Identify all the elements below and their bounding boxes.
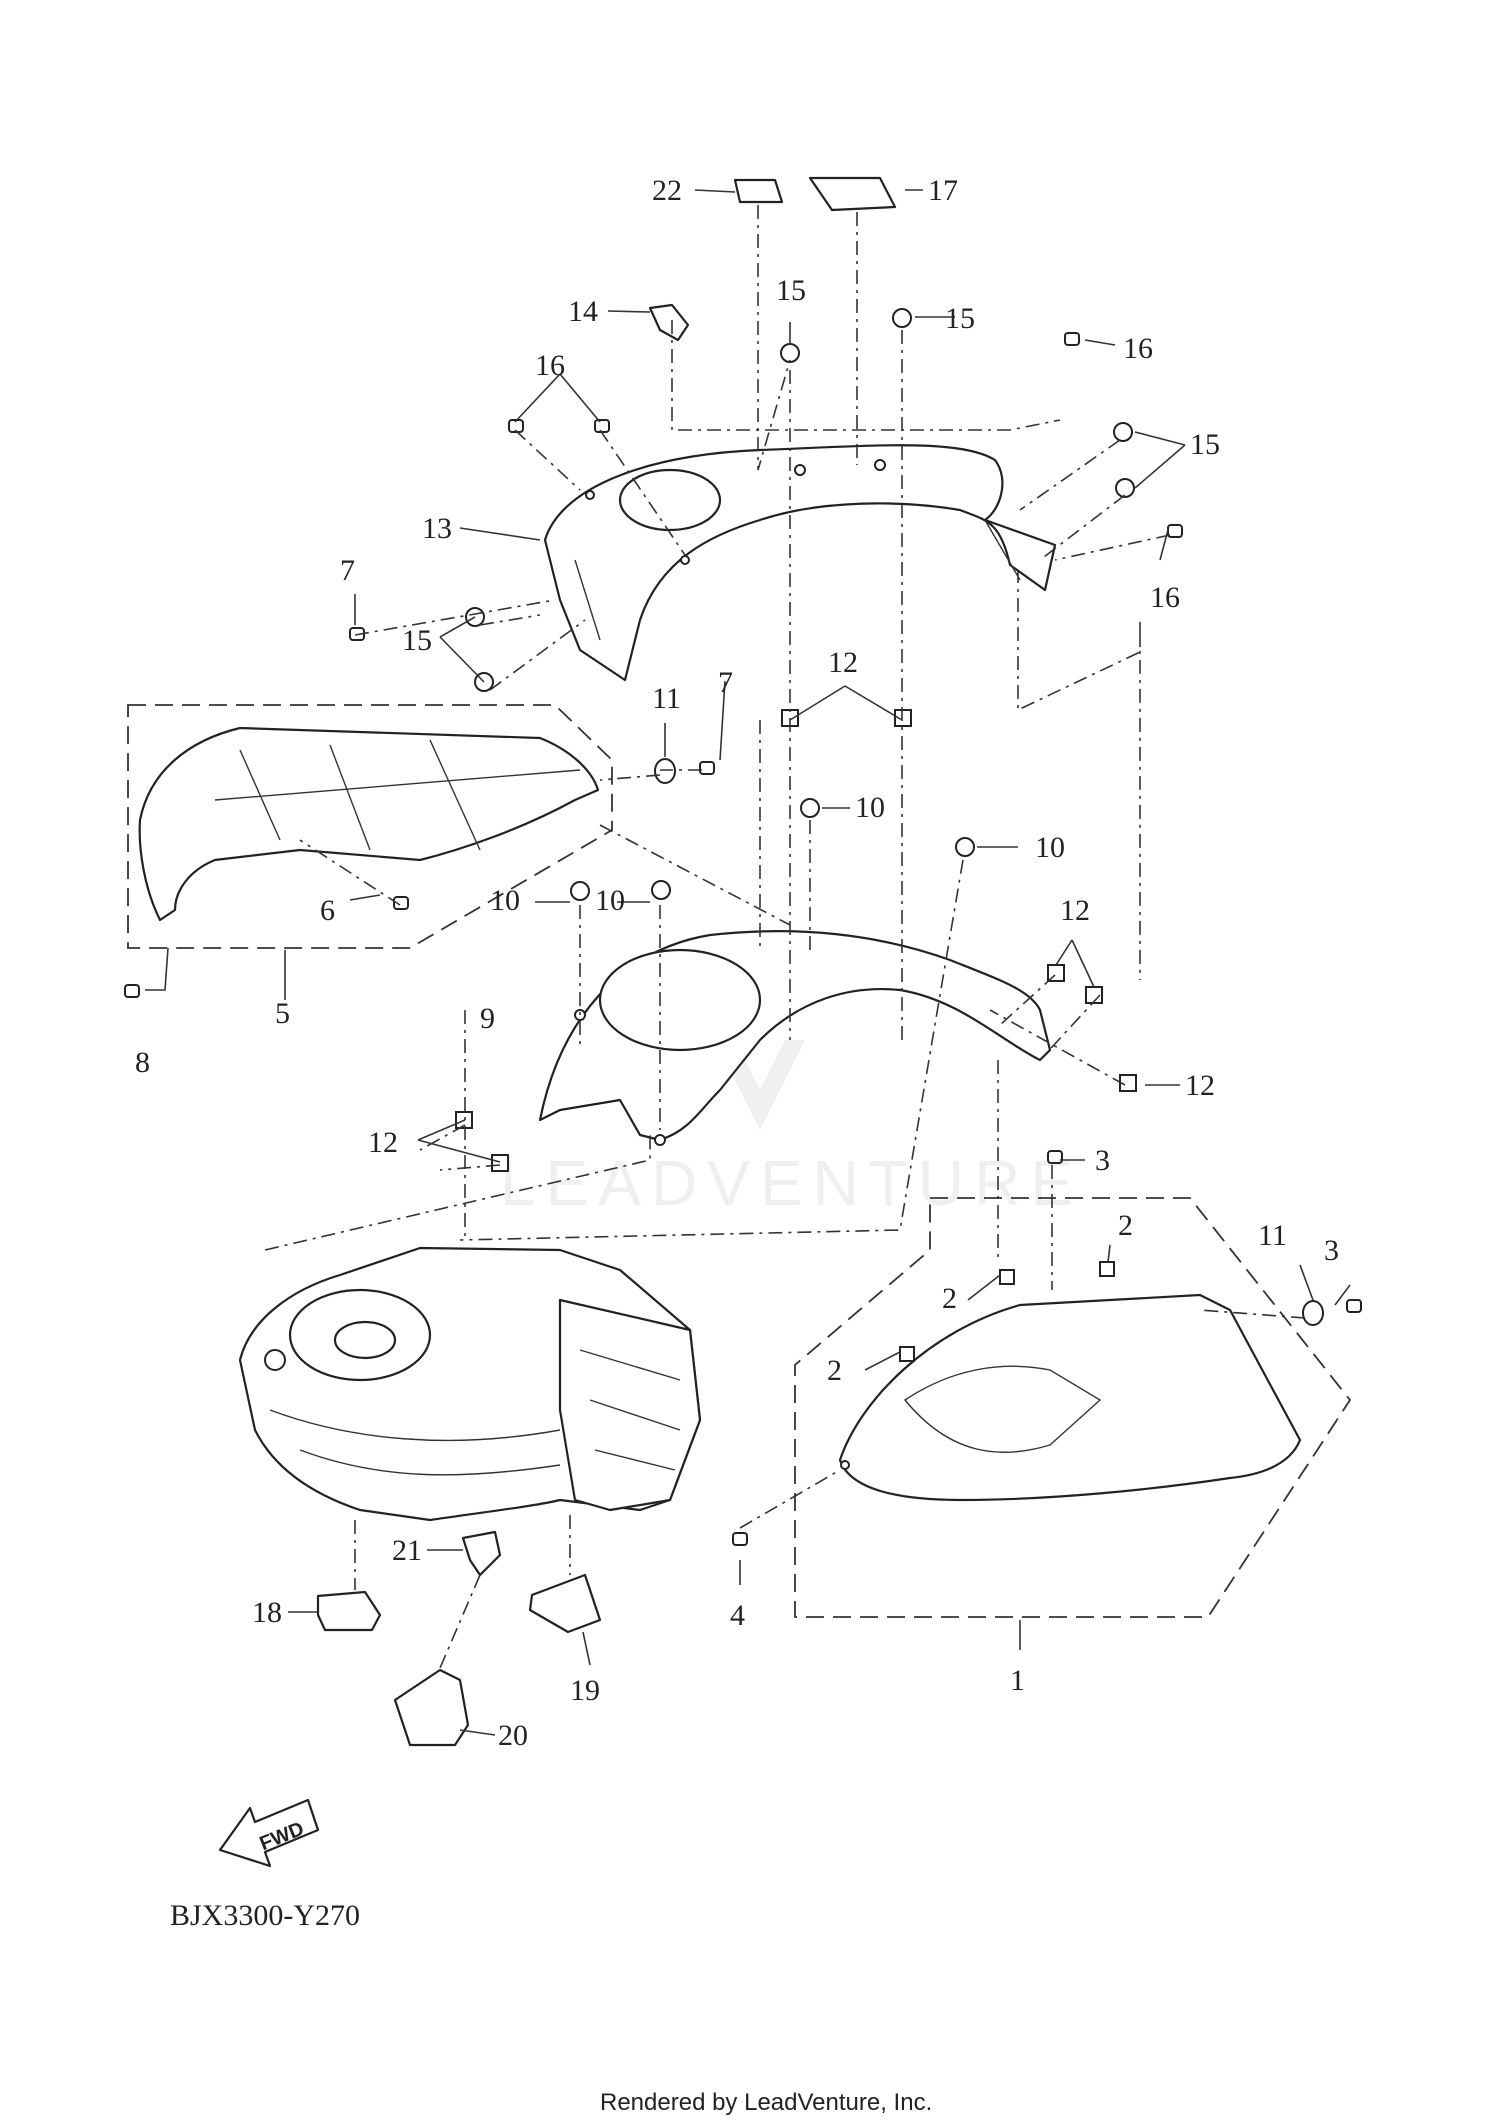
callout-20: 20 [498, 1719, 528, 1752]
part-13-upper-tank-cover [543, 444, 1057, 682]
callout-13: 13 [422, 512, 452, 545]
callout-2: 2 [942, 1282, 957, 1315]
part-17-label [808, 176, 897, 212]
part-19-pad [528, 1573, 602, 1634]
callout-15: 15 [1190, 428, 1220, 461]
callout-17: 17 [928, 174, 958, 207]
callout-11: 11 [652, 682, 681, 715]
assembly-line-16 [1017, 540, 1141, 980]
callout-9: 9 [480, 1002, 495, 1035]
callout-3: 3 [1324, 1234, 1339, 1267]
watermark-logo: LEADVENTURE [500, 1040, 1083, 1219]
part-9-inner-panel [538, 930, 1052, 1146]
fuel-tank [238, 1246, 702, 1522]
callout-12: 12 [368, 1126, 398, 1159]
callout-16: 16 [1123, 332, 1153, 365]
assembly-box-5 [127, 704, 613, 949]
part-20-pad [393, 1668, 470, 1747]
callout-7: 7 [718, 666, 733, 699]
callout-19: 19 [570, 1674, 600, 1707]
callout-15: 15 [945, 302, 975, 335]
callout-6: 6 [320, 894, 335, 927]
footer-credit: Rendered by LeadVenture, Inc. [600, 2089, 932, 2116]
callout-4: 4 [730, 1599, 745, 1632]
callout-22: 22 [652, 174, 682, 207]
part-18-pad [316, 1590, 382, 1632]
callout-10: 10 [490, 884, 520, 917]
callout-labels: 22 17 14 15 15 16 16 15 16 13 7 15 11 7 … [135, 174, 1339, 1752]
callout-15: 15 [776, 274, 806, 307]
callout-12: 12 [1185, 1069, 1215, 1102]
assembly-box-1 [794, 1197, 1352, 1618]
guide-lines [264, 205, 1306, 1669]
fwd-arrow-icon: FWD [218, 1798, 320, 1868]
watermark-text: LEADVENTURE [500, 1147, 1083, 1219]
callout-2: 2 [1118, 1209, 1133, 1242]
callout-15: 15 [402, 624, 432, 657]
part-21-pad [461, 1530, 502, 1577]
callout-16: 16 [535, 349, 565, 382]
diagram-code: BJX3300-Y270 [170, 1899, 360, 1932]
part-14-emblem [648, 303, 690, 342]
callout-11: 11 [1258, 1219, 1287, 1252]
callout-16: 16 [1150, 581, 1180, 614]
part-1-lower-side-cover [838, 1293, 1302, 1502]
callout-2: 2 [827, 1354, 842, 1387]
callout-7: 7 [340, 554, 355, 587]
callout-18: 18 [252, 1596, 282, 1629]
callout-12: 12 [828, 646, 858, 679]
part-22-label [733, 178, 784, 204]
callout-1: 1 [1010, 1664, 1025, 1697]
callout-8: 8 [135, 1046, 150, 1079]
callout-3: 3 [1095, 1144, 1110, 1177]
callout-5: 5 [275, 997, 290, 1030]
callout-10: 10 [595, 884, 625, 917]
callout-12: 12 [1060, 894, 1090, 927]
part-5-side-cover [138, 726, 600, 922]
callout-10: 10 [855, 791, 885, 824]
callout-10: 10 [1035, 831, 1065, 864]
callout-14: 14 [568, 295, 598, 328]
leader-lines [145, 189, 1351, 1736]
callout-21: 21 [392, 1534, 422, 1567]
